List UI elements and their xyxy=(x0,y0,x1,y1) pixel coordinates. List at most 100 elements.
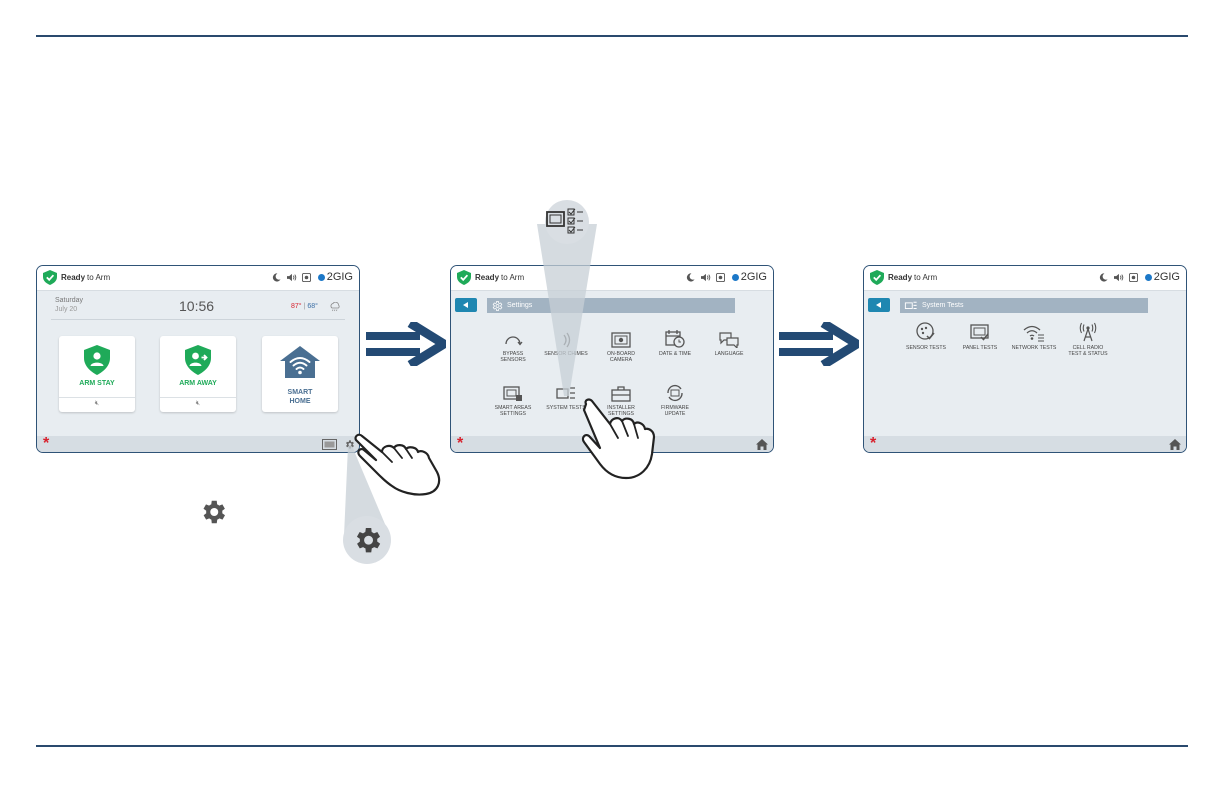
brand-dot-icon xyxy=(731,273,739,281)
camera-box-icon[interactable] xyxy=(1128,272,1138,282)
temp-low: 68° xyxy=(307,303,318,310)
moon-icon[interactable] xyxy=(1099,272,1108,282)
option-label-1: CELL RADIO xyxy=(1072,345,1104,351)
brand-dot-icon xyxy=(317,273,325,281)
calendar-clock-icon xyxy=(665,330,685,348)
settings-header: Settings xyxy=(487,298,735,313)
gear-outline-icon xyxy=(492,300,503,311)
arm-away-tile[interactable]: ARM AWAY 🔇︎ xyxy=(160,336,236,412)
network-test-icon xyxy=(1023,325,1044,342)
option-label-1: FIRMWARE xyxy=(660,405,690,411)
back-button[interactable] xyxy=(455,298,477,312)
status-icons: 2GIG xyxy=(1099,271,1180,283)
smart-areas-icon xyxy=(503,386,522,401)
option-label-1: SENSOR TESTS xyxy=(906,345,946,351)
option-label-1: DATE & TIME xyxy=(658,351,692,357)
arm-stay-tile[interactable]: ARM STAY 🔇︎ xyxy=(59,336,135,412)
arm-away-label: ARM AWAY xyxy=(179,380,217,387)
emergency-icon[interactable]: * xyxy=(870,435,877,452)
emergency-icon[interactable]: * xyxy=(43,435,50,452)
home-icon[interactable] xyxy=(1169,439,1181,450)
emergency-icon[interactable]: * xyxy=(457,435,464,452)
option-label-1: ON-BOARD xyxy=(607,351,635,357)
mute-icon[interactable]: 🔇︎ xyxy=(94,400,100,407)
ready-rest: to Arm xyxy=(87,273,111,282)
option-label-2: UPDATE xyxy=(664,411,686,418)
bottom-bar: * xyxy=(37,436,359,452)
option-label-1: PANEL TESTS xyxy=(962,345,998,351)
brand-logo: 2GIG xyxy=(1144,271,1180,283)
ready-bold: Ready xyxy=(888,273,913,282)
top-rule xyxy=(36,35,1188,37)
home-icon[interactable] xyxy=(756,439,768,450)
settings-title: Settings xyxy=(507,302,533,309)
pointing-hand-icon xyxy=(581,398,656,480)
shield-check-icon xyxy=(870,270,884,285)
system-tests-header: System Tests xyxy=(900,298,1148,313)
bottom-bar: * xyxy=(864,436,1186,452)
brand-dot-icon xyxy=(1144,273,1152,281)
keypad-icon[interactable] xyxy=(322,439,337,450)
clock: 10:56 xyxy=(179,298,215,314)
panel-test-icon xyxy=(970,324,989,341)
speaker-icon[interactable] xyxy=(1113,273,1124,282)
temperature: 87° | 68° xyxy=(291,303,318,310)
option-date-time[interactable]: DATE & TIME xyxy=(647,328,703,357)
pointing-hand-icon xyxy=(354,433,441,496)
shield-check-icon xyxy=(43,270,57,285)
brand-text: 2GIG xyxy=(1153,271,1180,283)
system-tests-title: System Tests xyxy=(922,302,964,309)
bypass-icon xyxy=(505,336,523,346)
ready-rest: to Arm xyxy=(914,273,938,282)
brand-text: 2GIG xyxy=(740,271,767,283)
status-icons: 2GIG xyxy=(272,271,353,283)
mute-icon[interactable]: 🔇︎ xyxy=(195,400,201,407)
speaker-icon[interactable] xyxy=(286,273,297,282)
smart-home-label-2: HOME xyxy=(289,398,311,405)
back-button[interactable] xyxy=(868,298,890,312)
ready-bold: Ready xyxy=(61,273,86,282)
option-label-2: SETTINGS xyxy=(608,411,634,418)
arm-stay-label: ARM STAY xyxy=(79,380,115,387)
shield-person-icon xyxy=(84,345,110,375)
camera-box-icon[interactable] xyxy=(301,272,311,282)
option-label-2: CAMERA xyxy=(609,357,633,364)
date: July 20 xyxy=(55,306,78,313)
option-label-1: BYPASS xyxy=(502,351,524,357)
tile-divider xyxy=(59,397,135,398)
ready-bold: Ready xyxy=(475,273,500,282)
camera-box-icon[interactable] xyxy=(715,272,725,282)
temp-high: 87° xyxy=(291,303,302,310)
option-label-2: TEST & STATUS xyxy=(1068,351,1108,358)
option-panel-tests[interactable]: PANEL TESTS xyxy=(952,322,1008,351)
option-network-tests[interactable]: NETWORK TESTS xyxy=(1006,322,1062,351)
smart-home-tile[interactable]: SMART HOME xyxy=(262,336,338,412)
option-system-tests[interactable]: SYSTEM TESTS xyxy=(538,382,594,411)
flow-arrow-2-icon xyxy=(779,322,859,366)
smart-home-label-1: SMART xyxy=(287,389,313,396)
option-sensor-tests[interactable]: SENSOR TESTS xyxy=(898,322,954,351)
option-label-1: INSTALLER xyxy=(607,405,635,411)
bottom-rule xyxy=(36,745,1188,747)
moon-icon[interactable] xyxy=(686,272,695,282)
moon-icon[interactable] xyxy=(272,272,281,282)
option-label-1: LANGUAGE xyxy=(714,351,744,357)
weekday: Saturday xyxy=(55,297,84,304)
sensor-test-icon xyxy=(916,322,935,340)
option-label-2: SENSORS xyxy=(500,357,526,364)
smart-home-label: SMART HOME xyxy=(262,388,338,406)
speaker-icon[interactable] xyxy=(700,273,711,282)
option-language[interactable]: LANGUAGE xyxy=(701,328,757,357)
brand-logo: 2GIG xyxy=(731,271,767,283)
